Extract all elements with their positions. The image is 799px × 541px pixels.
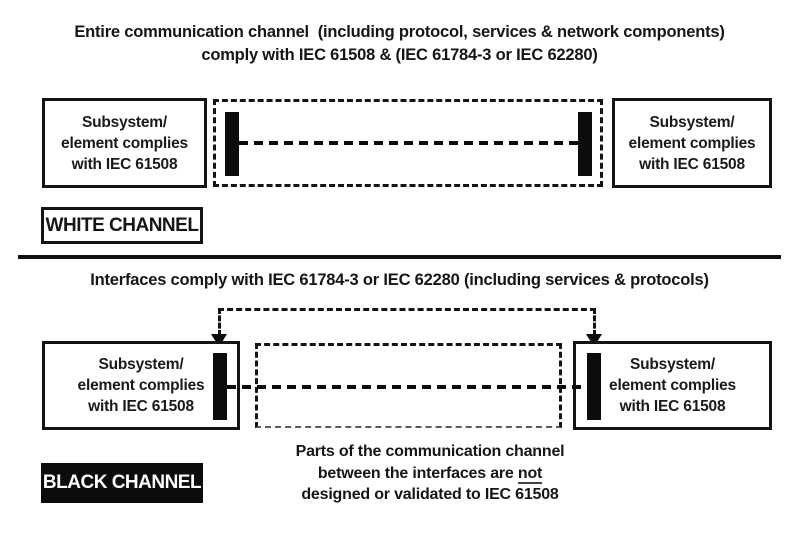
box-text-line: Subsystem/: [649, 113, 735, 131]
black-channel-title: Interfaces comply with IEC 61784-3 or IE…: [0, 269, 799, 292]
caption-line2: between the interfaces are not: [230, 463, 630, 485]
white-channel-title: Entire communication channel (including …: [0, 21, 799, 67]
communication-line-white: [239, 141, 578, 145]
caption-not-underlined: not: [517, 464, 543, 484]
white-channel-label: WHITE CHANNEL: [41, 207, 203, 244]
interface-bar-black-right: [587, 353, 601, 420]
black-channel-label-text: BLACK CHANNEL: [42, 472, 202, 493]
box-text-line: Subsystem/: [629, 356, 715, 373]
white-channel-title-line1: Entire communication channel (including …: [74, 23, 725, 41]
interface-bar-black-left: [213, 353, 227, 420]
caption-line2-text: between the interfaces are: [317, 464, 514, 482]
box-text-line: element complies: [628, 134, 756, 152]
white-channel-label-text: WHITE CHANNEL: [45, 214, 199, 236]
box-text-line: with IEC 61508: [71, 155, 178, 173]
section-divider: [18, 255, 781, 259]
caption-line3: designed or validated to IEC 61508: [301, 486, 559, 503]
subsystem-box-white-left: Subsystem/ element complies with IEC 615…: [42, 98, 207, 188]
black-channel-label: BLACK CHANNEL: [41, 463, 203, 503]
interface-bar-white-right: [578, 112, 592, 176]
interfaces-bracket: [218, 308, 596, 336]
box-text-line: Subsystem/: [98, 356, 184, 373]
subsystem-box-black-left: Subsystem/ element complies with IEC 615…: [42, 341, 240, 430]
box-text-line: element complies: [77, 377, 205, 394]
black-channel-title-line: Interfaces comply with IEC 61784-3 or IE…: [90, 271, 709, 289]
box-text-line: Subsystem/: [81, 113, 167, 131]
interface-bar-white-left: [225, 112, 239, 176]
box-text-line: element complies: [61, 134, 188, 152]
box-text-line: with IEC 61508: [88, 398, 194, 415]
black-channel-caption: Parts of the communication channel betwe…: [230, 441, 630, 506]
communication-line-black: [227, 385, 587, 389]
box-text-line: with IEC 61508: [639, 155, 745, 173]
caption-line1: Parts of the communication channel: [295, 443, 565, 460]
white-channel-dashed-boundary: [213, 99, 603, 187]
box-text-line: element complies: [609, 377, 736, 394]
subsystem-box-black-right: Subsystem/ element complies with IEC 615…: [573, 341, 772, 430]
box-text-line: with IEC 61508: [619, 398, 726, 415]
white-channel-title-line2: comply with IEC 61508 & (IEC 61784-3 or …: [201, 46, 598, 64]
subsystem-box-white-right: Subsystem/ element complies with IEC 615…: [612, 98, 772, 188]
